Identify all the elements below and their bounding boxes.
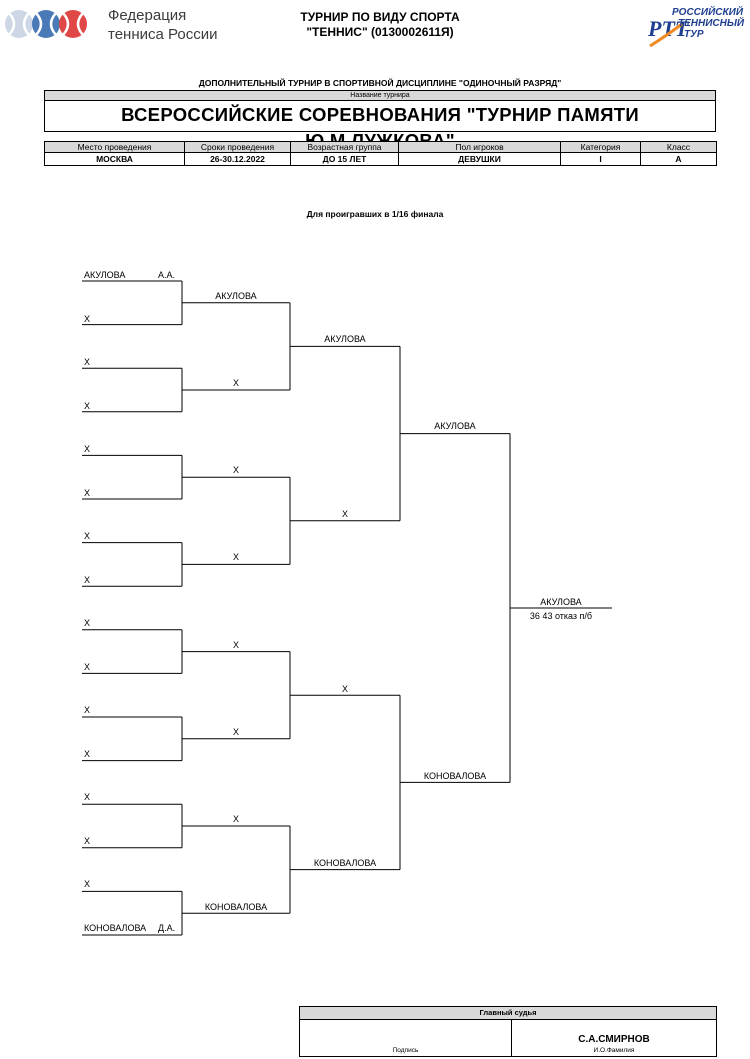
rtt-line3: ТУР [684, 29, 704, 40]
r1-player: АКУЛОВА [84, 270, 126, 280]
r1-player: Х [84, 444, 91, 454]
r1-player: Х [84, 792, 91, 802]
r2-winner: Х [232, 552, 239, 562]
r3-winner: КОНОВАЛОВА [313, 858, 377, 868]
info-value-row: МОСКВА 26-30.12.2022 ДО 15 ЛЕТ ДЕВУШКИ I… [44, 152, 717, 166]
r1-player-initials: Д.А. [158, 923, 176, 933]
info-class: А [640, 152, 717, 166]
sport-title-line2: "ТЕННИС" (0130002611Я) [306, 25, 454, 39]
r1-player: Х [84, 314, 91, 324]
r2-winner: Х [232, 640, 239, 650]
final-score: 36 43 отказ п/б [529, 611, 593, 621]
federation-name: Федерация тенниса России [108, 6, 217, 44]
rtt-tour-name: РОССИЙСКИЙ ТЕННИСНЫЙ ТУР [672, 7, 744, 40]
bracket-subtitle: Для проигравших в 1/16 финала [306, 209, 444, 219]
r1-player: Х [84, 705, 91, 715]
tournament-name-label: Название турнира [45, 91, 715, 101]
r2-winner: Х [232, 727, 239, 737]
rtt-line2: ТЕННИСНЫЙ [678, 18, 745, 29]
semifinal-winner: АКУЛОВА [434, 421, 476, 431]
semifinal-winner: КОНОВАЛОВА [423, 771, 487, 781]
chief-judge-name: С.А.СМИРНОВ [578, 1034, 650, 1045]
rtt-mark-text: РТТ [647, 16, 690, 41]
r3-winner: Х [341, 684, 348, 694]
sport-title-line1: ТУРНИР ПО ВИДУ СПОРТА [300, 10, 460, 24]
federation-name-line2: тенниса России [108, 26, 218, 43]
r1-player: Х [84, 531, 91, 541]
info-age: ДО 15 ЛЕТ [290, 152, 399, 166]
r1-player: Х [84, 749, 91, 759]
r2-winner: Х [232, 378, 239, 388]
chief-judge-name-caption: И.О.Фамилия [593, 1047, 635, 1054]
r2-winner: КОНОВАЛОВА [204, 902, 268, 912]
r1-player: Х [84, 357, 91, 367]
chief-judge-box: Главный судья Подпись С.А.СМИРНОВ И.О.Фа… [299, 1006, 717, 1057]
tournament-name-box: Название турнира ВСЕРОССИЙСКИЕ СОРЕВНОВА… [44, 90, 716, 151]
chief-judge-header: Главный судья [300, 1007, 716, 1020]
ftr-logo [5, 10, 87, 38]
tournament-sport-title: ТУРНИР ПО ВИДУ СПОРТА "ТЕННИС" (01300026… [280, 10, 480, 40]
tournament-info-table: Место проведения Сроки проведения Возрас… [44, 141, 717, 166]
r1-player: Х [84, 488, 91, 498]
final-winner: АКУЛОВА [540, 597, 582, 607]
r1-player-initials: А.А. [158, 270, 176, 280]
r1-player: Х [84, 618, 91, 628]
r3-winner: АКУЛОВА [324, 334, 366, 344]
rtt-logo: РТТ [647, 16, 690, 48]
r2-winner: Х [232, 465, 239, 475]
r1-player: Х [84, 836, 91, 846]
signature-caption: Подпись [392, 1047, 419, 1054]
r1-player: КОНОВАЛОВА [84, 923, 147, 933]
rtt-line1: РОССИЙСКИЙ [672, 7, 744, 18]
judge-divider [511, 1020, 512, 1056]
r1-player: Х [84, 662, 91, 672]
info-venue: МОСКВА [44, 152, 185, 166]
r1-player: Х [84, 575, 91, 585]
r3-winner: Х [341, 509, 348, 519]
r2-winner: Х [232, 814, 239, 824]
federation-name-line1: Федерация [108, 7, 187, 24]
r1-player: Х [84, 401, 91, 411]
r1-player: Х [84, 879, 91, 889]
discipline-title: ДОПОЛНИТЕЛЬНЫЙ ТУРНИР В СПОРТИВНОЙ ДИСЦИ… [198, 78, 562, 88]
r2-winner: АКУЛОВА [215, 291, 257, 301]
